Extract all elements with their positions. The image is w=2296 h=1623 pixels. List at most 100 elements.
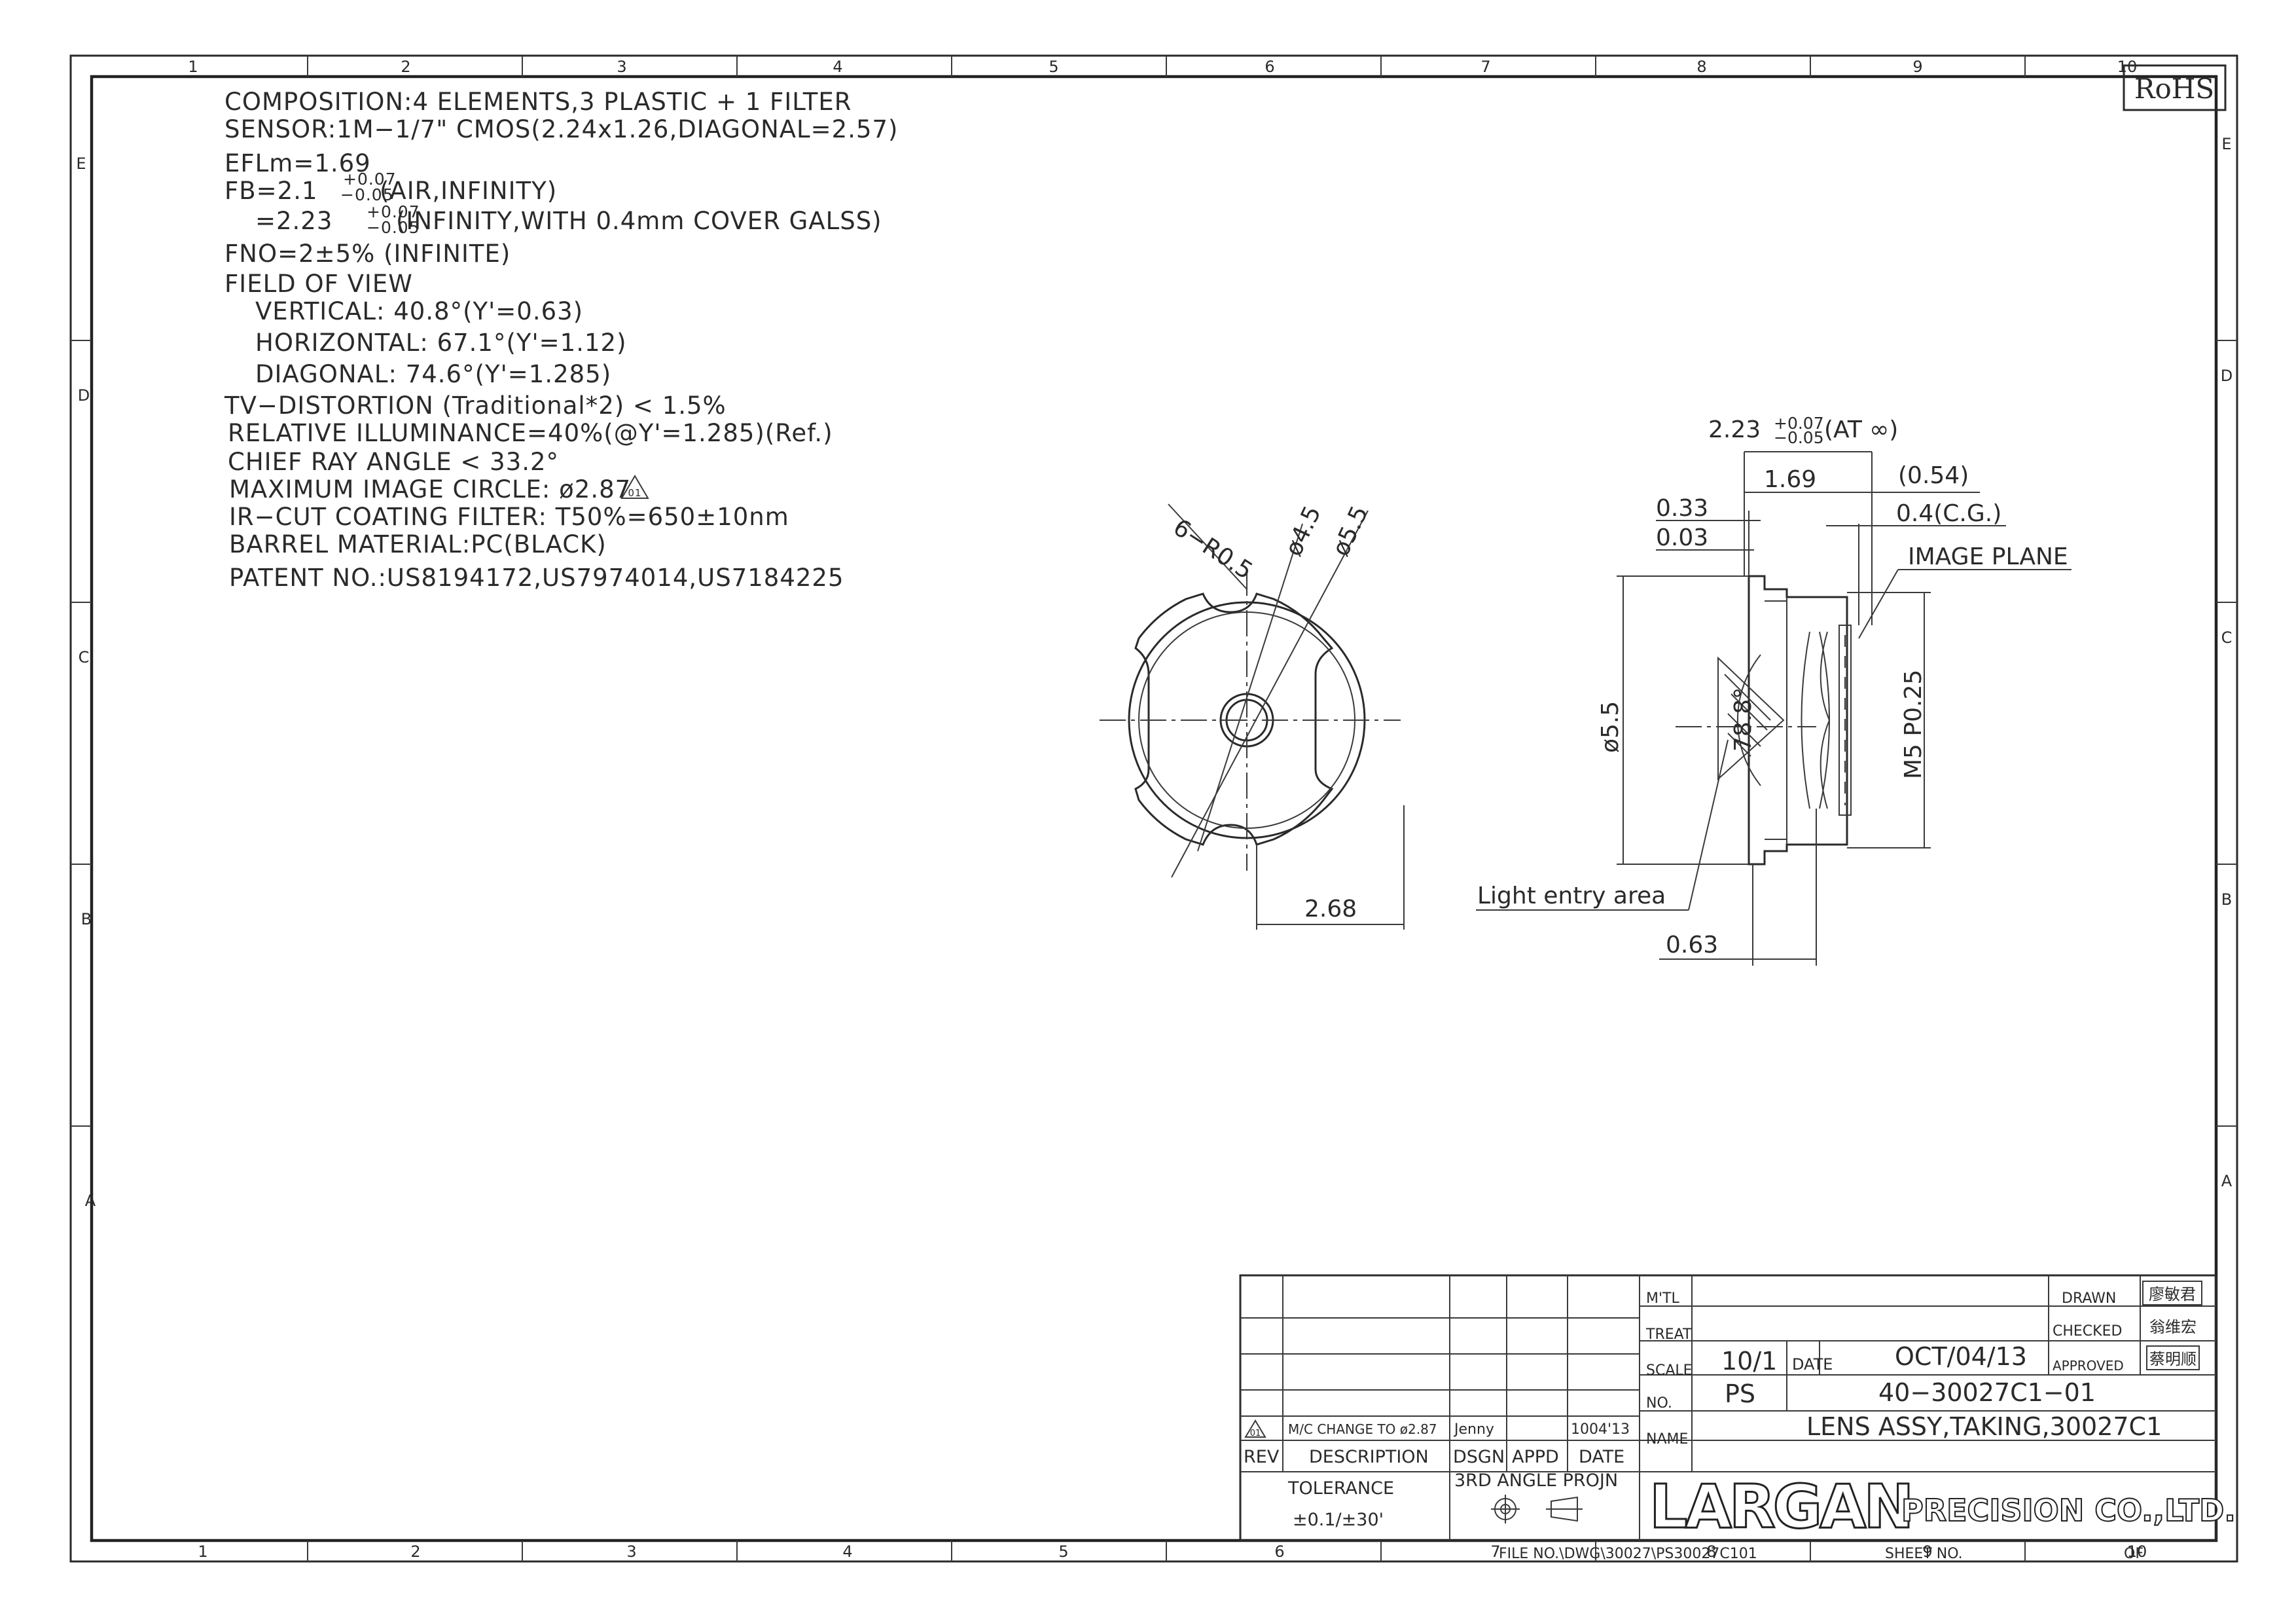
side-view-angle-arc bbox=[1736, 654, 1761, 786]
file-path: FILE NO.\DWG\30027\PS30027C101 bbox=[1499, 1546, 1757, 1562]
zone-row-e-right: E bbox=[2221, 135, 2231, 153]
front-view: 6−R0.5 ø4.5 ø5.5 2.68 bbox=[1100, 502, 1405, 930]
signature-approved: 蔡明顺 bbox=[2149, 1350, 2197, 1368]
rev-triangle-icon: 01 bbox=[620, 475, 649, 499]
spec-fno: FNO=2±5% (INFINITE) bbox=[224, 240, 511, 268]
zone-col-7-bottom: 7 bbox=[1490, 1542, 1500, 1561]
rev-date: 1004'13 bbox=[1571, 1421, 1630, 1438]
drawing-number: 40−30027C1−01 bbox=[1878, 1378, 2096, 1407]
spec-ir-cut: IR−CUT COATING FILTER: T50%=650±10nm bbox=[229, 503, 789, 531]
signature-checked-stamp: 翁维宏 bbox=[2149, 1318, 2197, 1336]
zone-row-b-left: B bbox=[81, 910, 92, 928]
number-prefix: PS bbox=[1725, 1379, 1755, 1408]
label-scale: SCALE bbox=[1646, 1362, 1693, 1379]
header-appd: APPD bbox=[1512, 1447, 1559, 1467]
leader-outer-dia bbox=[1171, 510, 1369, 878]
label-light-entry: Light entry area bbox=[1477, 883, 1666, 909]
spec-fb2-tol-plus: +0.07 bbox=[367, 202, 420, 221]
dim-notch-radius: 6−R0.5 bbox=[1168, 514, 1257, 585]
drawing-name: LENS ASSY,TAKING,30027C1 bbox=[1806, 1412, 2162, 1441]
rohs-badge-text: RoHS bbox=[2134, 73, 2214, 105]
dim-outer-diameter: ø5.5 bbox=[1327, 502, 1374, 560]
zone-col-6-bottom: 6 bbox=[1274, 1542, 1284, 1561]
side-view-field-cone bbox=[1717, 656, 1785, 781]
zone-row-b-right: B bbox=[2221, 890, 2232, 909]
drawing-frame: 1 2 3 4 5 6 7 8 9 10 1 2 3 4 5 6 7 8 9 1… bbox=[69, 54, 2238, 1563]
zone-col-9: 9 bbox=[1912, 58, 1922, 76]
spec-efl: EFLm=1.69 bbox=[224, 149, 371, 177]
dim-fb-tol-plus: +0.07 bbox=[1774, 414, 1824, 433]
spec-barrel-material: BARREL MATERIAL:PC(BLACK) bbox=[229, 530, 607, 558]
leader-notch bbox=[1168, 503, 1247, 590]
zone-col-2-bottom: 2 bbox=[410, 1542, 420, 1561]
label-no: NO. bbox=[1646, 1395, 1672, 1412]
dim-fb-tol-minus: −0.05 bbox=[1774, 428, 1824, 447]
dim-inner-diameter: ø4.5 bbox=[1280, 502, 1327, 560]
side-view-filter bbox=[1839, 625, 1852, 816]
zone-col-4-bottom: 4 bbox=[842, 1542, 852, 1561]
zone-col-3: 3 bbox=[617, 58, 626, 76]
rev-row-mark: 01 bbox=[1250, 1429, 1261, 1438]
header-date: DATE bbox=[1579, 1447, 1624, 1467]
title-block: 01 M/C CHANGE TO ø2.87 Jenny 1004'13 REV… bbox=[1239, 1274, 2236, 1562]
label-approved: APPROVED bbox=[2053, 1358, 2124, 1374]
spec-fov-horizontal: HORIZONTAL: 67.1°(Y'=1.12) bbox=[255, 329, 627, 357]
rev-triangle-label: 01 bbox=[628, 487, 641, 499]
dim-field-angle: 78.8° bbox=[1730, 687, 1757, 752]
spec-patent: PATENT NO.:US8194172,US7974014,US7184225 bbox=[229, 564, 844, 592]
date-value: OCT/04/13 bbox=[1895, 1342, 2027, 1371]
label-image-plane: IMAGE PLANE bbox=[1908, 543, 2068, 570]
zone-col-10: 10 bbox=[2117, 58, 2138, 76]
spec-fb-tol-minus: −0.05 bbox=[340, 185, 394, 204]
signature-approved-stamp: 蔡明顺 bbox=[2146, 1345, 2200, 1370]
sheet-number-label: SHEET NO. bbox=[1885, 1546, 1963, 1562]
rev-description: M/C CHANGE TO ø2.87 bbox=[1288, 1421, 1437, 1437]
spec-fov: FIELD OF VIEW bbox=[224, 270, 413, 298]
spec-tv-distortion: TV−DISTORTION (Traditional*2) < 1.5% bbox=[224, 392, 726, 420]
zone-row-a-left: A bbox=[85, 1192, 96, 1210]
dim-width: 2.68 bbox=[1304, 896, 1357, 922]
signature-checked: 翁维宏 bbox=[2149, 1318, 2197, 1336]
spec-relative-illuminance: RELATIVE ILLUMINANCE=40%(@Y'=1.285)(Ref.… bbox=[228, 419, 833, 447]
spec-fb-condition: (AIR,INFINITY) bbox=[380, 177, 557, 205]
projection-label: 3RD ANGLE PROJN bbox=[1454, 1470, 1618, 1491]
zone-col-3-bottom: 3 bbox=[626, 1542, 636, 1561]
spec-fb2-tol-minus: −0.05 bbox=[367, 218, 420, 237]
zone-row-e-left: E bbox=[76, 155, 86, 173]
label-mtl: M'TL bbox=[1646, 1290, 1679, 1307]
spec-fb: FB=2.1 bbox=[224, 177, 318, 205]
dim-cover-glass: 0.4(C.G.) bbox=[1896, 500, 2001, 527]
spec-fov-vertical: VERTICAL: 40.8°(Y'=0.63) bbox=[255, 297, 583, 325]
company-logo: LARGAN PRECISION CO.,LTD. bbox=[1649, 1471, 2236, 1543]
label-name: NAME bbox=[1646, 1431, 1688, 1448]
tolerance-label: TOLERANCE bbox=[1287, 1478, 1394, 1499]
label-date-tb: DATE bbox=[1792, 1355, 1833, 1374]
spec-sensor: SENSOR:1M−1/7" CMOS(2.24x1.26,DIAGONAL=2… bbox=[224, 115, 899, 143]
tolerance-value: ±0.1/±30' bbox=[1293, 1510, 1384, 1530]
label-checked: CHECKED bbox=[2053, 1323, 2122, 1340]
spec-fb2-condition: (INFINITY,WITH 0.4mm COVER GALSS) bbox=[396, 207, 882, 235]
zone-row-d-right: D bbox=[2221, 367, 2233, 385]
company-name-suffix: PRECISION CO.,LTD. bbox=[1901, 1493, 2236, 1528]
zone-row-c-left: C bbox=[79, 648, 90, 666]
spec-fb2: =2.23 bbox=[255, 207, 332, 235]
side-view: 78.8° ø5.5 M5 P0.25 2.23 +0.07 −0.05 (AT… bbox=[1476, 414, 2072, 966]
zone-col-1-bottom: 1 bbox=[198, 1542, 207, 1561]
spec-fb-tol-plus: +0.07 bbox=[343, 170, 397, 189]
zone-col-8-bottom: 8 bbox=[1706, 1542, 1716, 1561]
zone-col-5: 5 bbox=[1049, 58, 1058, 76]
sheet-of-label: OF bbox=[2124, 1546, 2144, 1562]
front-view-outline bbox=[1134, 593, 1334, 846]
rev-row-icon: 01 bbox=[1244, 1419, 1266, 1438]
dim-efl: 1.69 bbox=[1764, 466, 1816, 493]
dim-fb: 2.23 bbox=[1708, 416, 1761, 443]
label-drawn: DRAWN bbox=[2062, 1290, 2116, 1307]
dim-fb-note: (AT ∞) bbox=[1824, 416, 1898, 443]
dim-033: 0.33 bbox=[1656, 495, 1708, 522]
side-view-lens-elements bbox=[1801, 631, 1831, 809]
projection-symbol-icon bbox=[1491, 1495, 1583, 1523]
dim-side-diameter: ø5.5 bbox=[1597, 701, 1624, 753]
spec-chief-ray-angle: CHIEF RAY ANGLE < 33.2° bbox=[228, 448, 559, 476]
zone-row-d-left: D bbox=[78, 386, 90, 405]
